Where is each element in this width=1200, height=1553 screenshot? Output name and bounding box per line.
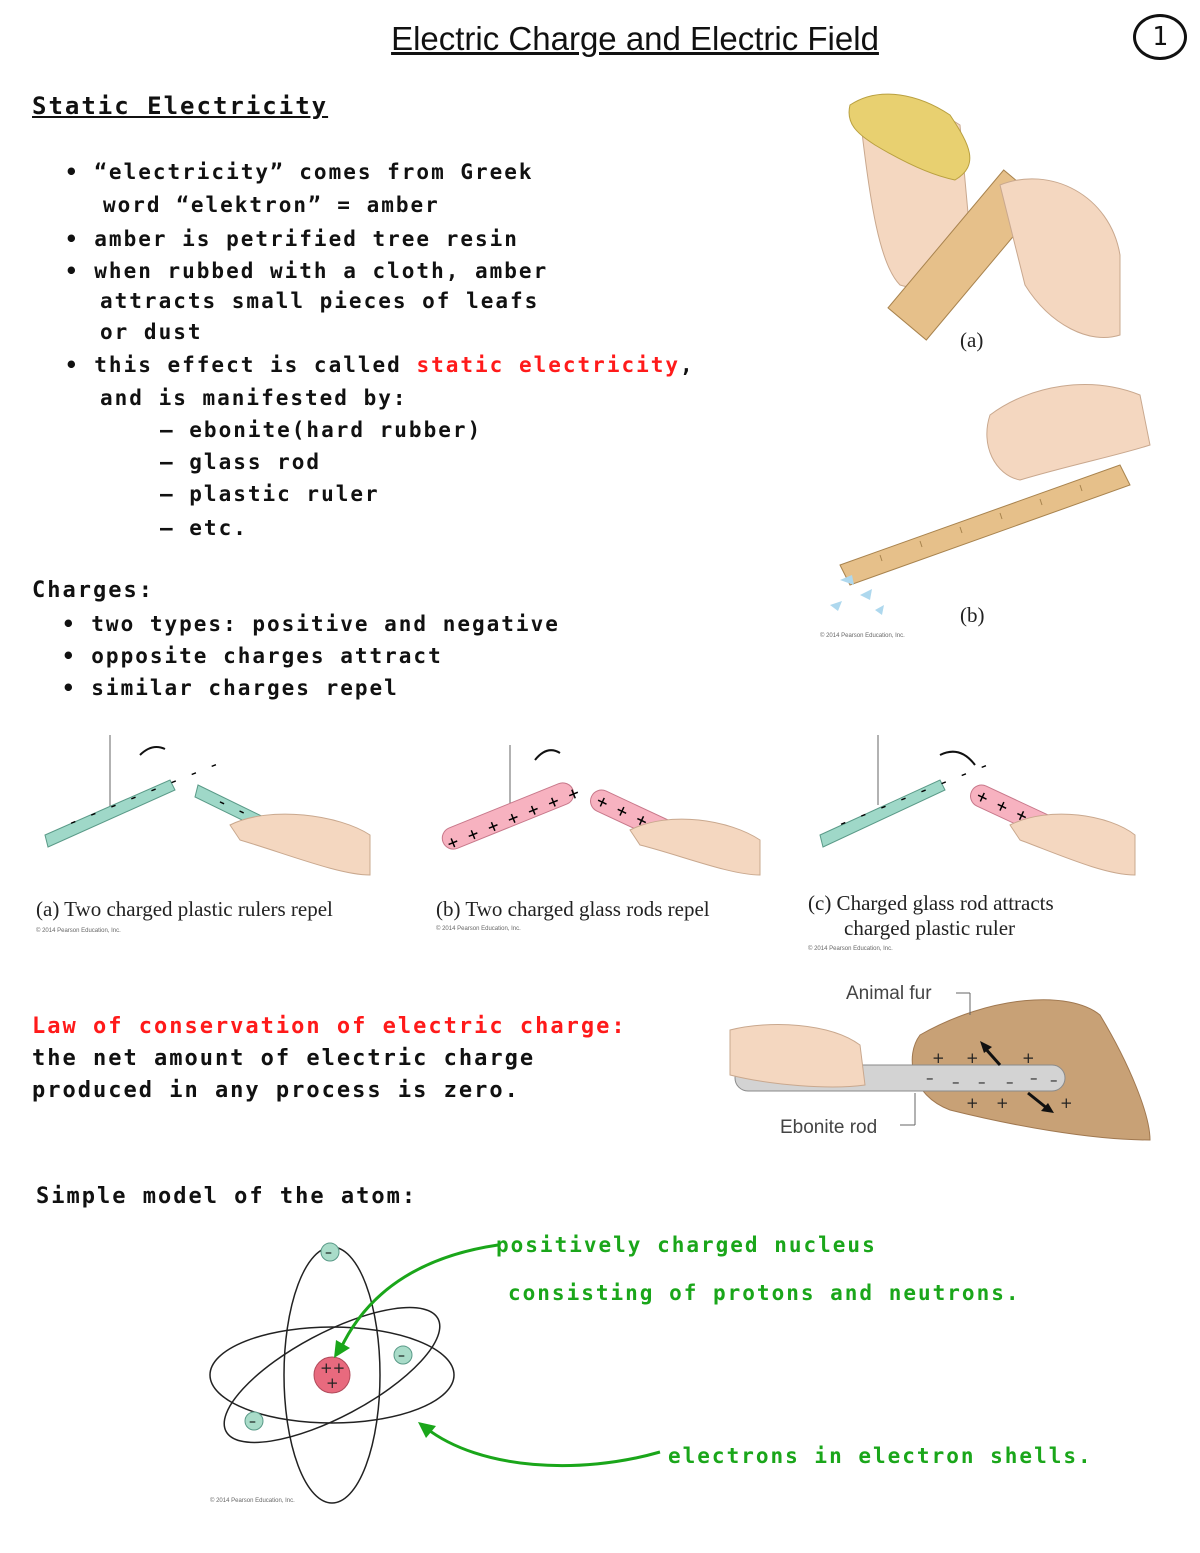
static-line: attracts small pieces of leafs bbox=[100, 289, 540, 313]
material-item: – ebonite(hard rubber) bbox=[160, 418, 483, 442]
static-line: • when rubbed with a cloth, amber bbox=[65, 259, 549, 283]
static-electricity-term: static electricity bbox=[416, 353, 681, 377]
charges-line: • two types: positive and negative bbox=[62, 612, 560, 636]
static-heading: Static Electricity bbox=[32, 92, 329, 120]
credit-c: © 2014 Pearson Education, Inc. bbox=[808, 946, 893, 952]
svg-text:+ + + + + + +: + + + + + + + bbox=[444, 782, 583, 854]
electrons-note: electrons in electron shells. bbox=[668, 1444, 1093, 1468]
svg-text:+: + bbox=[932, 1049, 945, 1067]
svg-text:–: – bbox=[1006, 1073, 1014, 1091]
material-item: – etc. bbox=[160, 516, 248, 540]
manifested-line: and is manifested by: bbox=[100, 386, 408, 410]
effect-line: • this effect is called static electrici… bbox=[65, 353, 695, 377]
svg-text:++: ++ bbox=[320, 1359, 345, 1377]
nucleus bbox=[313, 1356, 351, 1394]
svg-text:+: + bbox=[1022, 1049, 1035, 1067]
svg-text:–: – bbox=[978, 1073, 986, 1091]
svg-text:+: + bbox=[326, 1374, 339, 1392]
atom-credit: © 2014 Pearson Education, Inc. bbox=[210, 1497, 295, 1504]
credit-a: © 2014 Pearson Education, Inc. bbox=[36, 928, 121, 934]
rubbing-ruler-figure: (a) (b) © 2014 Pearson Education, Inc. bbox=[820, 93, 1151, 639]
svg-text:–: – bbox=[398, 1348, 405, 1364]
page-number: 1 bbox=[1133, 14, 1187, 60]
svg-text:–: – bbox=[926, 1069, 934, 1087]
svg-text:–: – bbox=[1050, 1071, 1058, 1089]
fig-label-a: (a) bbox=[960, 328, 983, 352]
svg-text:+: + bbox=[1060, 1094, 1073, 1112]
svg-text:- - - - - - - -: - - - - - - - - bbox=[834, 754, 993, 834]
charge-interaction-figures: - - - - - - - - - - - - + + + + + + + + … bbox=[44, 735, 1136, 876]
static-line: word “elektron” = amber bbox=[103, 193, 440, 217]
law-line: the net amount of electric charge bbox=[32, 1046, 536, 1071]
electron: – bbox=[393, 1345, 413, 1365]
credit-b: © 2014 Pearson Education, Inc. bbox=[436, 926, 521, 932]
fur-rod-figure: +++ –––––– +++ bbox=[729, 992, 1151, 1141]
svg-text:–: – bbox=[249, 1414, 256, 1430]
svg-text:+: + bbox=[966, 1094, 979, 1112]
charges-line: • similar charges repel bbox=[62, 676, 399, 700]
material-item: – plastic ruler bbox=[160, 482, 380, 506]
charges-line: • opposite charges attract bbox=[62, 644, 443, 668]
svg-text:–: – bbox=[325, 1245, 332, 1261]
material-item: – glass rod bbox=[160, 450, 322, 474]
caption-b: (b) Two charged glass rods repel bbox=[436, 897, 710, 921]
nucleus-note-line2: consisting of protons and neutrons. bbox=[508, 1281, 1021, 1305]
static-line: or dust bbox=[100, 320, 203, 344]
atom-diagram: ++ + – – – © 2014 Pearson Education, Inc… bbox=[209, 1242, 661, 1504]
nucleus-note-line1: positively charged nucleus bbox=[496, 1233, 877, 1257]
caption-a: (a) Two charged plastic rulers repel bbox=[36, 897, 333, 921]
ebonite-rod-label: Ebonite rod bbox=[780, 1117, 878, 1138]
law-line: produced in any process is zero. bbox=[32, 1078, 520, 1103]
svg-text:+: + bbox=[996, 1094, 1009, 1112]
svg-text:–: – bbox=[952, 1073, 960, 1091]
effect-prefix: • this effect is called bbox=[65, 353, 402, 377]
svg-text:–: – bbox=[1030, 1069, 1038, 1087]
caption-c1: (c) Charged glass rod attracts bbox=[808, 891, 1054, 915]
atom-heading: Simple model of the atom: bbox=[36, 1184, 418, 1209]
electron: – bbox=[320, 1242, 340, 1262]
fig-top-credit: © 2014 Pearson Education, Inc. bbox=[820, 632, 905, 639]
effect-suffix: , bbox=[680, 353, 695, 377]
law-title: Law of conservation of electric charge: bbox=[32, 1014, 627, 1039]
electron: – bbox=[244, 1411, 264, 1431]
static-line: • “electricity” comes from Greek bbox=[65, 160, 534, 184]
animal-fur-label: Animal fur bbox=[846, 983, 932, 1004]
charges-heading: Charges: bbox=[32, 578, 154, 603]
svg-text:+: + bbox=[966, 1049, 979, 1067]
static-line: • amber is petrified tree resin bbox=[65, 227, 519, 251]
page-title: Electric Charge and Electric Field bbox=[391, 20, 879, 57]
caption-c2: charged plastic ruler bbox=[844, 916, 1016, 940]
fig-label-b: (b) bbox=[960, 603, 985, 627]
